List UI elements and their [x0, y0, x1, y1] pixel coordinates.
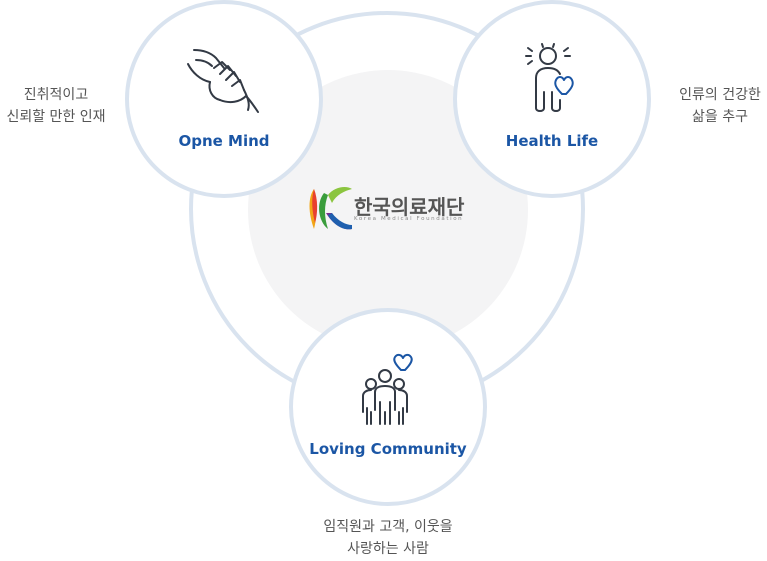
description-line: 진취적이고	[23, 87, 89, 103]
value-node-health-life: Health Life	[453, 0, 651, 198]
logo-name: 한국의료재단	[354, 195, 465, 219]
description-line: 신뢰할 만한 인재	[6, 109, 106, 125]
description-loving-community: 임직원과 고객, 이웃을 사랑하는 사람	[298, 516, 478, 560]
value-label-health-life: Health Life	[505, 132, 599, 150]
description-line: 사랑하는 사람	[347, 541, 429, 557]
logo-mark-icon	[309, 187, 352, 230]
description-line: 인류의 건강한	[679, 87, 761, 103]
description-open-mind: 진취적이고 신뢰할 만한 인재	[0, 84, 112, 128]
logo-subtitle: Korea Medical Foundation	[354, 216, 464, 222]
value-label-open-mind: Opne Mind	[178, 132, 270, 150]
value-node-loving-community: Loving Community	[289, 308, 487, 506]
person-heart-icon	[525, 43, 574, 112]
description-health-life: 인류의 건강한 삶을 추구	[670, 84, 767, 128]
handshake-icon	[187, 49, 259, 113]
value-node-open-mind: Opne Mind	[125, 0, 323, 198]
foundation-logo: 한국의료재단 Korea Medical Foundation	[306, 183, 476, 235]
family-heart-icon	[362, 353, 413, 425]
description-line: 임직원과 고객, 이웃을	[323, 519, 453, 535]
value-label-loving-community: Loving Community	[309, 440, 467, 458]
description-line: 삶을 추구	[692, 109, 748, 125]
